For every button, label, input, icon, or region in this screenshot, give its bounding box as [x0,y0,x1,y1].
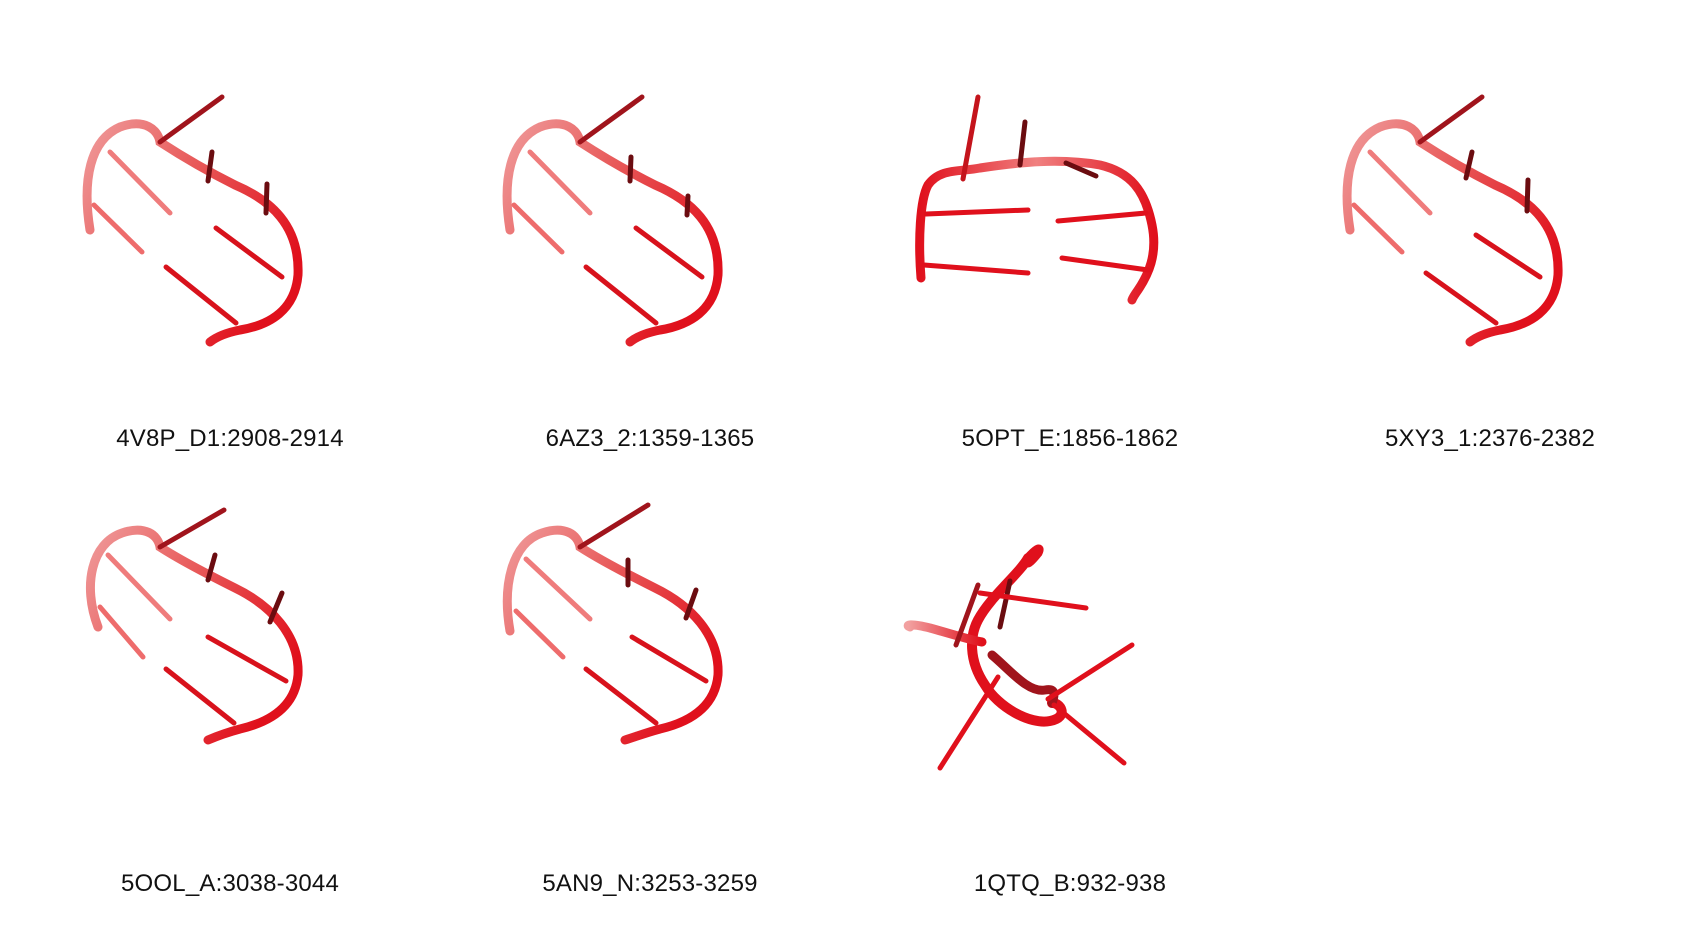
base-sticks [921,94,1151,276]
rna-structure-render-5 [86,507,303,745]
structure-panel-2: 6AZ3_2:1359-1365 [450,80,850,500]
structure-label: 5OPT_E:1856-1862 [961,425,1179,452]
rna-structure-render-1 [82,94,303,347]
backbone-tube [502,525,723,745]
structure-label: 6AZ3_2:1359-1365 [545,425,755,452]
structure-panel-7: 1QTQ_B:932-938 [870,525,1270,945]
base-sticks [97,507,289,726]
structure-panel-4: 5XY3_1:2376-2382 [1290,80,1690,500]
structure-label: 1QTQ_B:932-938 [973,870,1167,897]
base-sticks [513,502,709,726]
base-sticks [937,578,1135,771]
backbone-tube [502,119,723,347]
rna-structure-render-4 [1342,94,1563,347]
structure-label: 5OOL_A:3038-3044 [120,870,340,897]
structure-label: 4V8P_D1:2908-2914 [116,425,344,452]
structure-label: 5AN9_N:3253-3259 [542,870,758,897]
backbone-tube [82,119,303,347]
base-sticks [91,94,285,326]
rna-structure-render-2 [502,94,723,347]
structure-panel-6: 5AN9_N:3253-3259 [450,502,850,945]
backbone-tube [1342,119,1563,347]
rna-structure-render-7 [903,544,1135,771]
rna-structure-render-6 [502,502,723,745]
base-sticks [1351,94,1543,326]
backbone-tube [915,156,1159,305]
structure-panel-3: 5OPT_E:1856-1862 [870,80,1270,500]
structure-label: 5XY3_1:2376-2382 [1384,425,1596,452]
structure-panel-5: 5OOL_A:3038-3044 [30,507,430,945]
base-sticks [511,94,705,326]
backbone-tube [86,525,303,745]
structure-panel-1: 4V8P_D1:2908-2914 [30,80,430,500]
rna-structure-render-3 [915,94,1159,305]
